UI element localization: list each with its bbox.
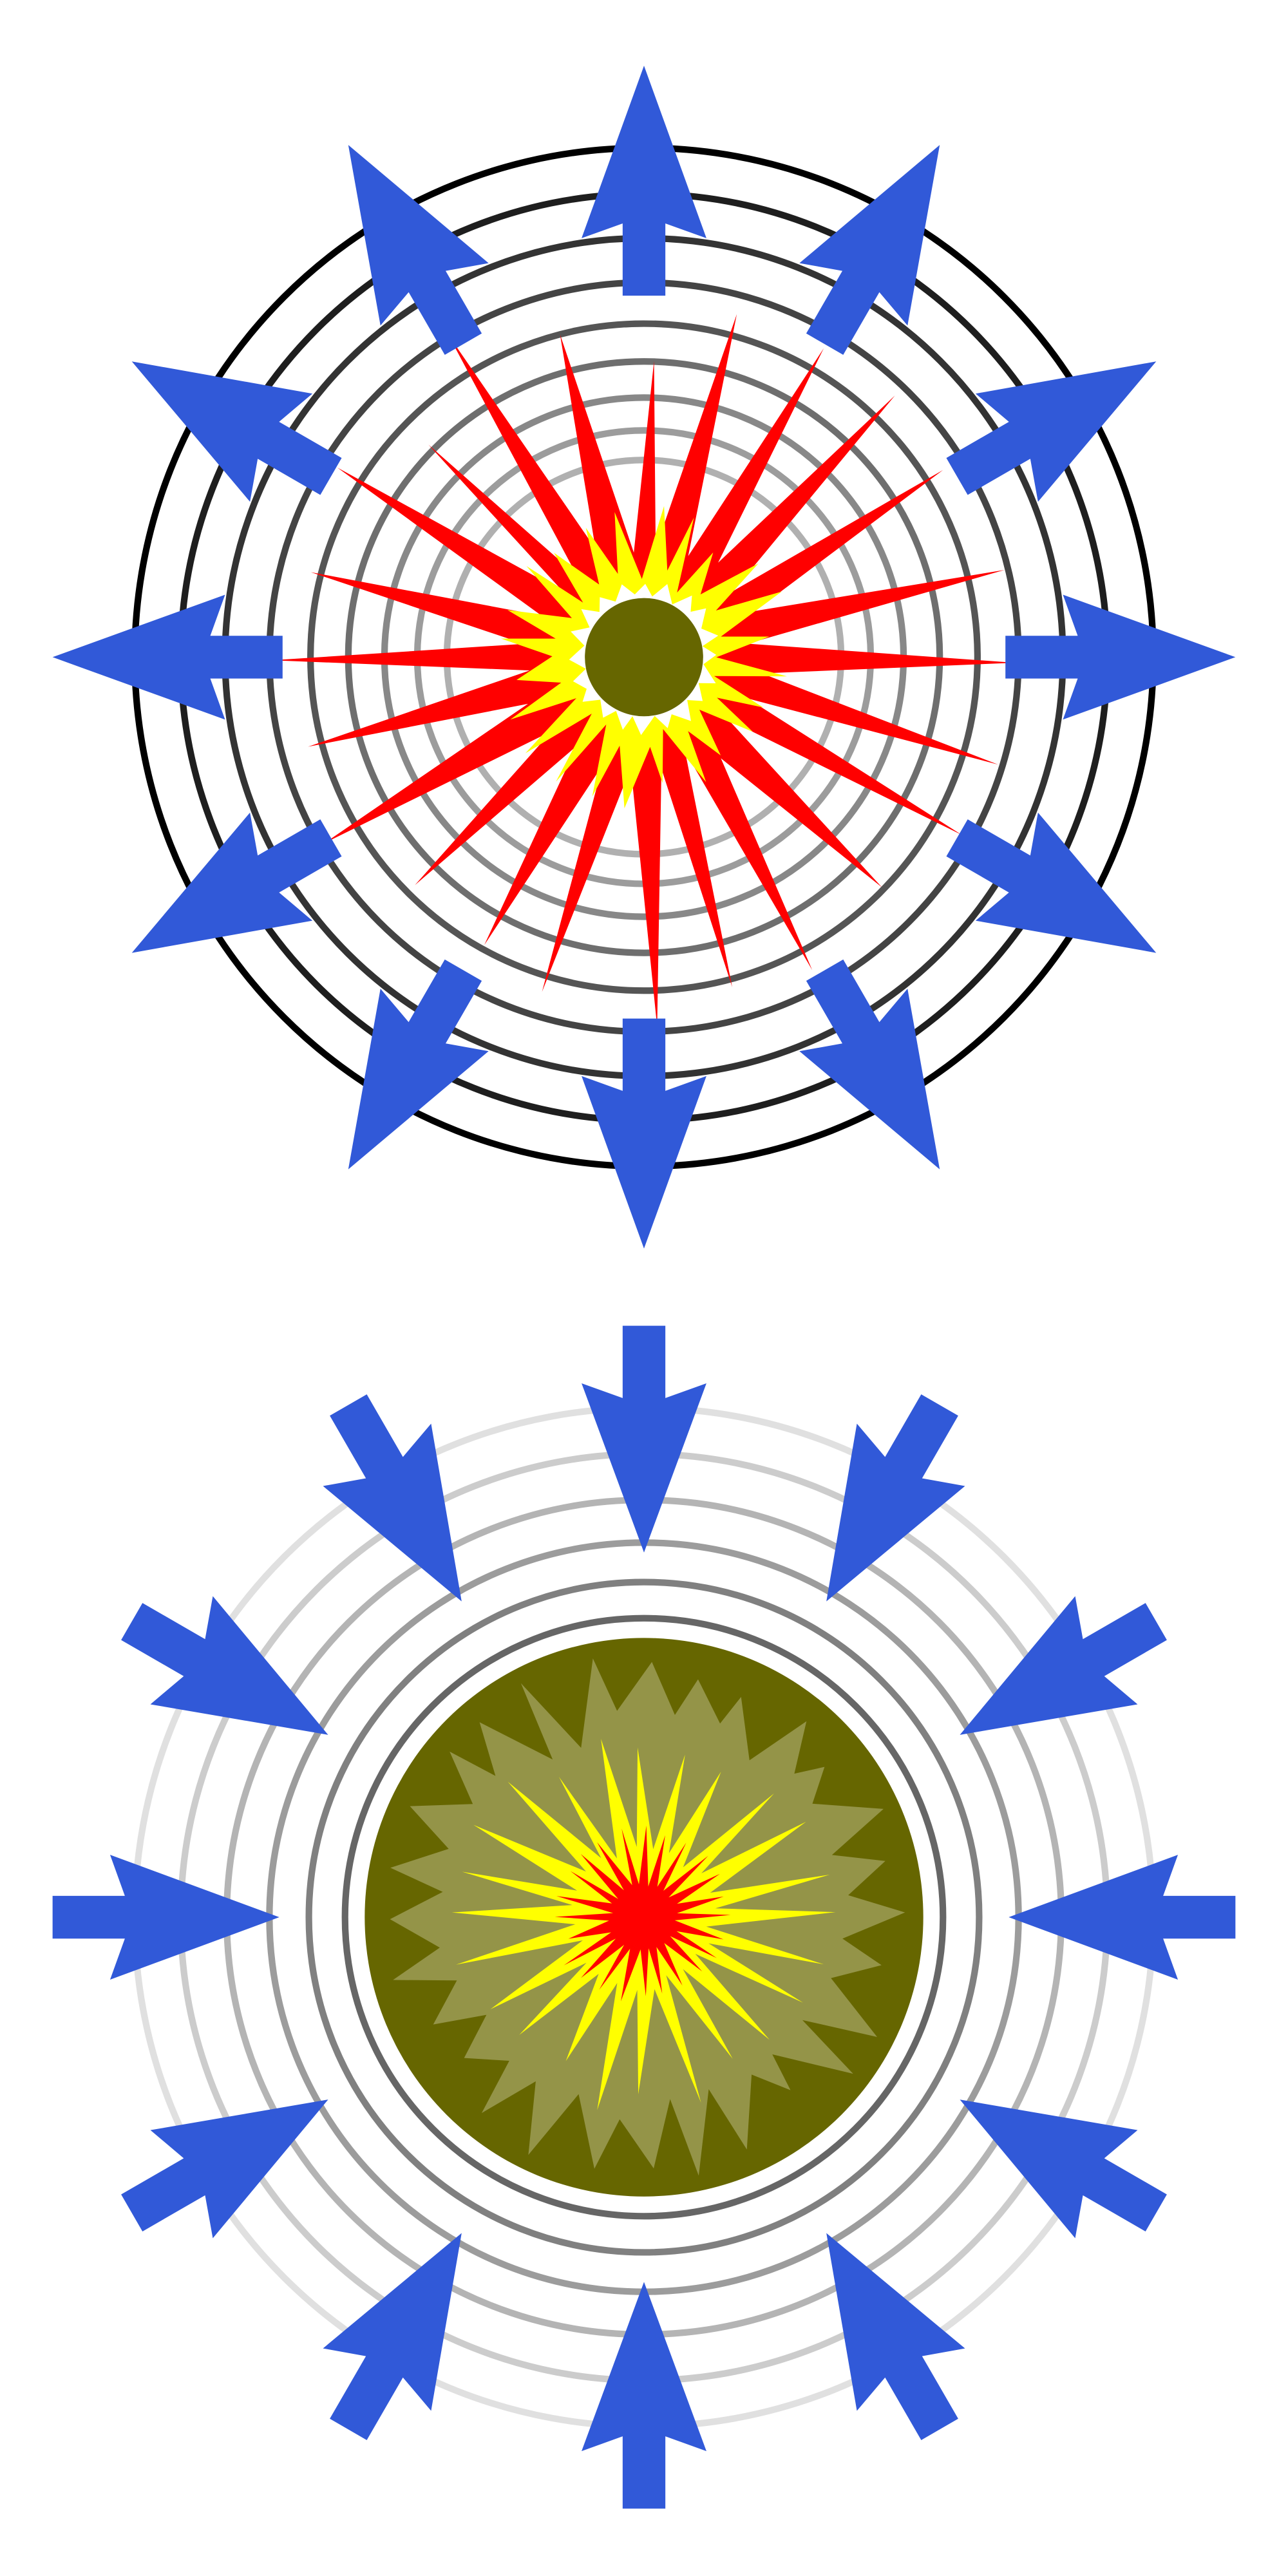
outward-arrow (946, 812, 1157, 953)
outward-arrow (348, 145, 489, 355)
inward-arrow (826, 2233, 965, 2440)
outward-arrow (799, 959, 940, 1170)
inward-arrow (1009, 1855, 1236, 1980)
shock-ring (305, 1578, 983, 2256)
outward-arrow (52, 594, 283, 720)
shock-ring (307, 320, 981, 994)
implosion-diagram (52, 1325, 1236, 2509)
outward-arrow (946, 361, 1157, 502)
outward-arrow (131, 812, 342, 953)
inward-arrow (121, 2099, 328, 2239)
inward-arrow (960, 2099, 1167, 2239)
red-flame-star (554, 1825, 731, 2002)
explosion-diagram (52, 66, 1236, 1249)
outward-arrow (799, 145, 940, 355)
inward-arrow (826, 1394, 965, 1602)
outward-arrow (582, 1018, 706, 1249)
inward-arrow (582, 2282, 706, 2509)
outward-arrow (131, 361, 342, 502)
inward-arrow (323, 1394, 462, 1602)
inward-arrow (121, 1596, 328, 1735)
inward-arrow (323, 2233, 462, 2440)
outward-arrow (582, 66, 706, 296)
inward-arrow (960, 1596, 1167, 1735)
shock-ring (341, 1615, 947, 2220)
outward-arrow (348, 959, 489, 1170)
inward-arrow (52, 1855, 279, 1980)
inward-arrow (582, 1325, 706, 1553)
core-circle (585, 598, 703, 717)
outward-arrow (1005, 594, 1236, 720)
